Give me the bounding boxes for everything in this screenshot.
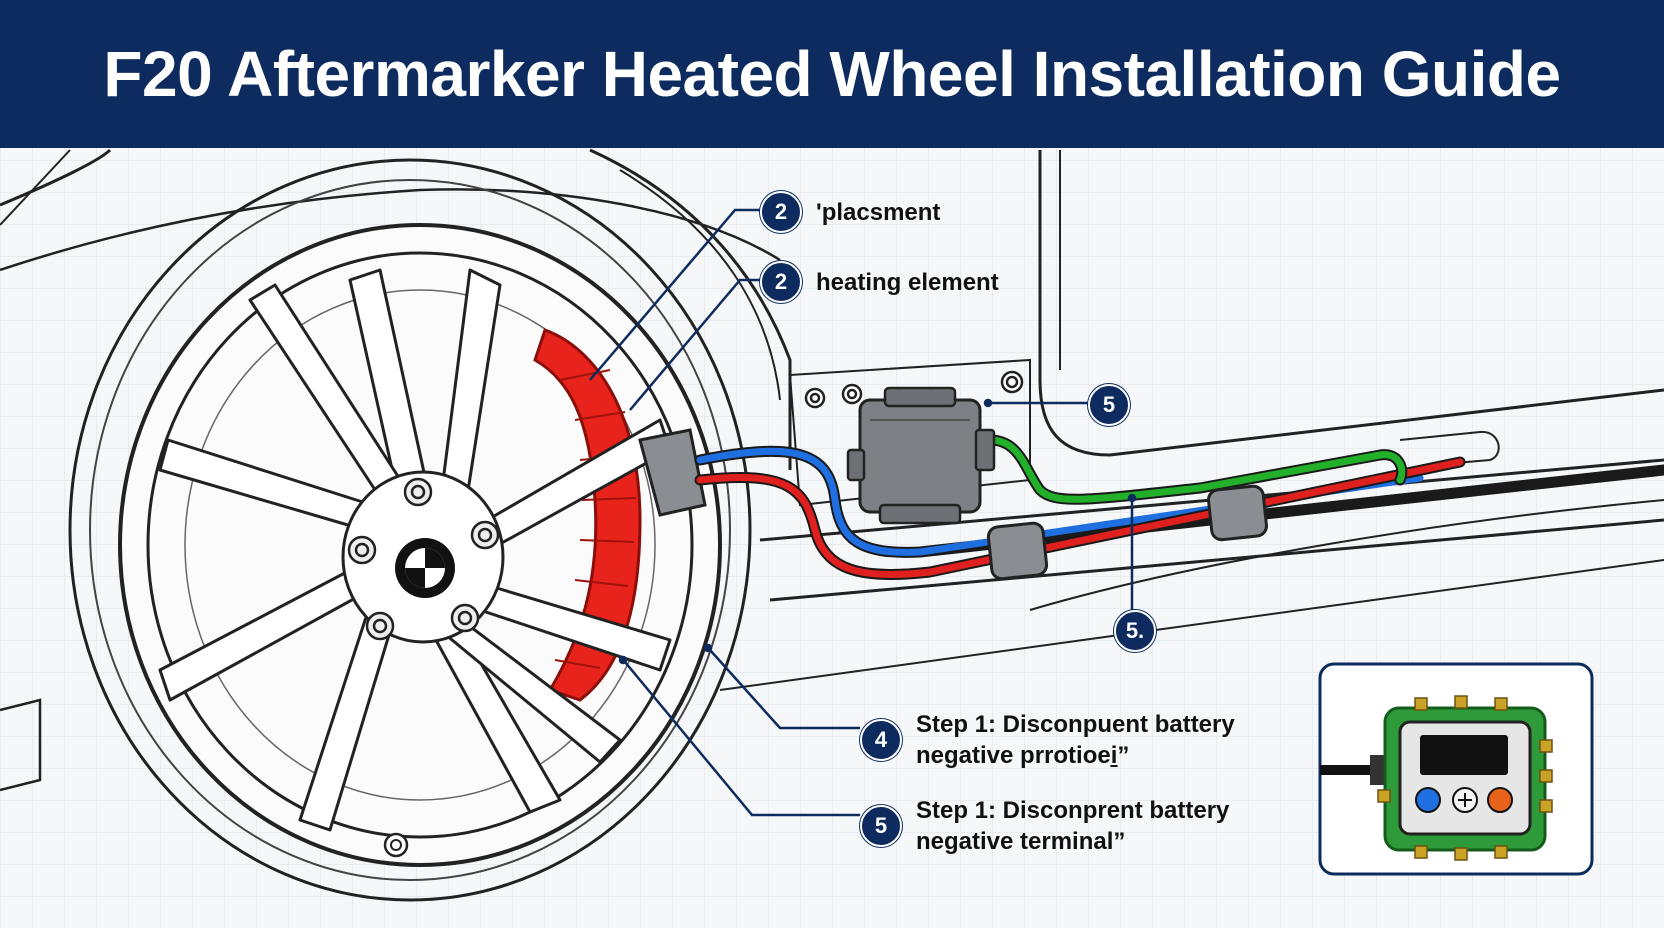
callout-step-line-1: Step 1: Disconpuent battery	[916, 711, 1235, 738]
callout-placement: 2 'placsment	[760, 191, 940, 233]
callout-module: 5	[1088, 384, 1130, 426]
harness-grommets	[986, 484, 1268, 581]
wiring-harness	[694, 434, 1664, 581]
callout-label: heating element	[816, 268, 999, 296]
callout-step-text: Step 1: Disconprent battery negative ter…	[916, 795, 1229, 857]
callout-number-badge: 2	[760, 261, 802, 303]
control-module-icon	[846, 386, 996, 525]
callout-wire-junction: 5.	[1114, 610, 1156, 652]
callout-number-badge: 4	[860, 719, 902, 761]
callout-step-a: 4 Step 1: Disconpuent battery negative p…	[860, 709, 1235, 771]
wheel-connector	[638, 428, 707, 517]
callout-number-badge: 5.	[1114, 610, 1156, 652]
callout-step-line-1: Step 1: Disconprent battery	[916, 797, 1230, 824]
callout-step-b: 5 Step 1: Disconprent battery negative t…	[860, 795, 1229, 857]
bmw-roundel-icon	[395, 538, 455, 598]
callout-number-badge: 2	[760, 191, 802, 233]
panel-bolts	[804, 370, 1024, 409]
callout-number-badge: 5	[860, 805, 902, 847]
callout-label: 'placsment	[816, 198, 941, 226]
callout-heating-element: 2 heating element	[760, 261, 999, 303]
callout-step-text: Step 1: Disconpuent battery negative prr…	[916, 709, 1235, 771]
callout-number-badge: 5	[1088, 384, 1130, 426]
controller-unit-icon	[1318, 662, 1594, 876]
car-body-outline	[0, 148, 1664, 792]
alloy-wheel-icon	[68, 158, 752, 902]
callout-step-line-2: negative terminal”	[916, 828, 1126, 855]
title-banner: F20 Aftermarker Heated Wheel Installatio…	[0, 0, 1664, 148]
callout-step-line-2: negative prrotioei̱”	[916, 742, 1130, 769]
page-title: F20 Aftermarker Heated Wheel Installatio…	[103, 38, 1561, 110]
